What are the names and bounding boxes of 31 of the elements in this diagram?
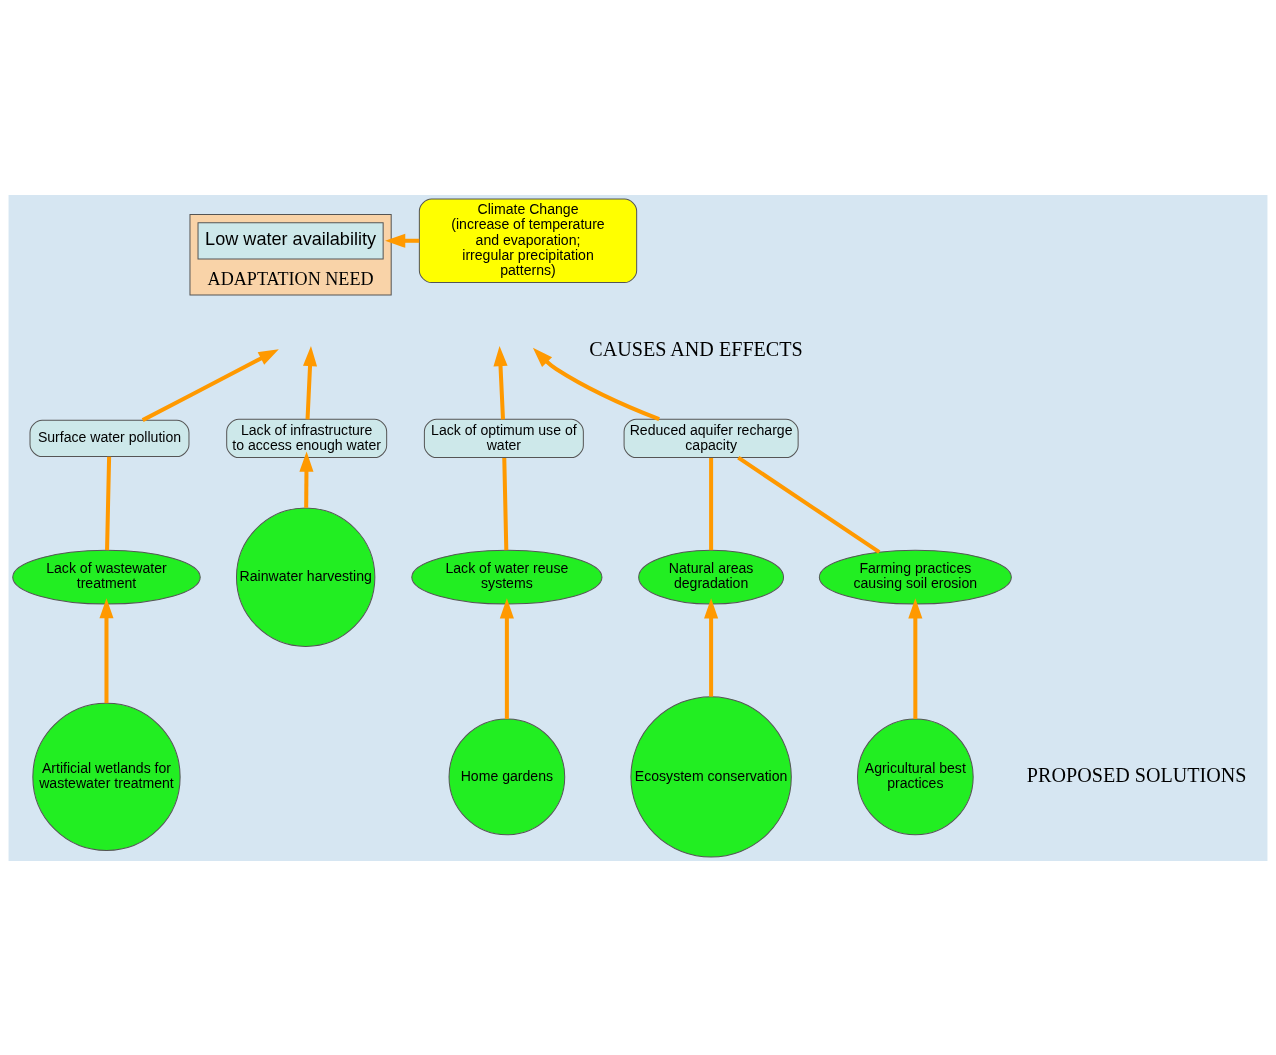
arrow (299, 451, 314, 508)
node-ellipse: Farming practices causing soil erosion (818, 549, 1012, 605)
connector (709, 457, 714, 550)
node-box: Climate Change (increase of temperature and evaporation; irregular precipitation patterns) (418, 198, 638, 283)
arrow (499, 597, 514, 719)
arrow (908, 597, 923, 719)
arrow (141, 348, 279, 422)
arrow (493, 345, 508, 419)
arrow (99, 597, 114, 703)
node-circle: Agricultural best practices (857, 718, 974, 835)
node-box: Low water availability (197, 221, 384, 259)
label: CAUSES AND EFFECTS (589, 337, 803, 360)
connector (105, 456, 112, 550)
connector (502, 457, 509, 550)
node-ellipse: Lack of wastewater treatment (12, 549, 201, 605)
node-ellipse: Lack of water reuse systems (411, 549, 603, 605)
node-circle: Rainwater harvesting (235, 507, 376, 647)
label: PROPOSED SOLUTIONS (1026, 763, 1247, 786)
arrow (303, 345, 318, 419)
node-box: Reduced aquifer recharge capacity (623, 418, 799, 458)
arrow (385, 233, 420, 248)
node-ellipse: Natural areas degradation (638, 549, 785, 605)
arrow (704, 597, 719, 697)
node-circle: Artificial wetlands for wastewater treatment (32, 702, 181, 851)
node-circle: Ecosystem conservation (630, 695, 792, 858)
node-box: Lack of optimum use of water (423, 418, 584, 458)
node-box: Surface water pollution (29, 419, 190, 457)
arrow (532, 347, 660, 421)
node-box: Lack of infrastructure to access enough water (226, 418, 388, 458)
connector (737, 455, 881, 554)
node-circle: Home gardens (448, 718, 566, 835)
